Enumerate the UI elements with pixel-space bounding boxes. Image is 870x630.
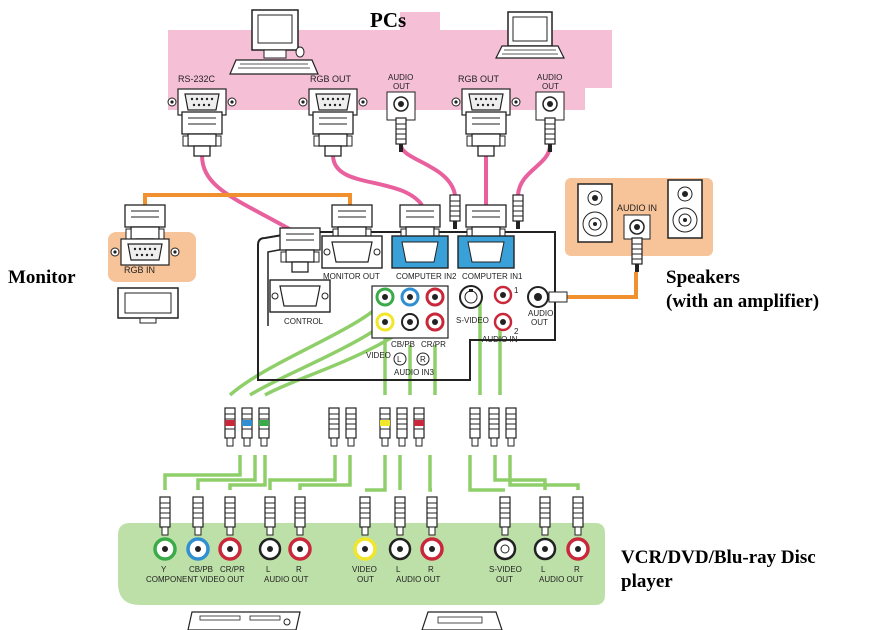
player-l3-label: L [541, 565, 546, 574]
monitor-out-port [321, 235, 383, 269]
monitor-title: Monitor [8, 267, 76, 288]
speaker-left-icon [577, 183, 613, 243]
player-svideo-label-a: S-VIDEO [489, 565, 522, 574]
computer-in2-label: COMPUTER IN2 [396, 272, 457, 281]
laptop-pc-icon [495, 11, 565, 59]
audio-in3-r-jack: R [416, 352, 430, 366]
svg-text:L: L [397, 355, 402, 364]
rgb-out-2-label: RGB OUT [458, 74, 500, 84]
monitor-out-label: MONITOR OUT [323, 272, 380, 281]
video-label: VIDEO [366, 351, 391, 360]
computer-in2-port [391, 235, 449, 269]
audio-in-label: AUDIO IN [482, 335, 518, 344]
player-r1-label: R [296, 565, 302, 574]
player-r3-label: R [574, 565, 580, 574]
audio-in3-label: AUDIO IN3 [394, 368, 435, 377]
cbpb-label: CB/PB [391, 340, 415, 349]
s-video-label: S-VIDEO [456, 316, 489, 325]
audio-in3-l-jack: L [393, 352, 407, 366]
rs232c-port [167, 88, 237, 116]
pcs-title: PCs [370, 8, 406, 32]
monitor-icon [117, 287, 179, 324]
rgb-out-2-port [451, 88, 521, 116]
component-video-out-label: COMPONENT VIDEO OUT [146, 575, 244, 584]
audio-in2-plug [512, 194, 524, 230]
computer-in1-port [457, 235, 515, 269]
middle-rca-plugs [224, 407, 517, 447]
player-svideo-label-b: OUT [496, 575, 513, 584]
player-cbpb-label: CB/PB [189, 565, 213, 574]
speakers-title: Speakers [666, 267, 740, 288]
computer-in1-label: COMPUTER IN1 [462, 272, 523, 281]
projector-audio-out-jack [527, 286, 549, 308]
player-y-label: Y [161, 565, 167, 574]
player-title: VCR/DVD/Blu-ray Disc [621, 547, 816, 568]
rgb-out-1-port [298, 88, 368, 116]
player-l2-label: L [396, 565, 401, 574]
player-audio-out-3-label: AUDIO OUT [539, 575, 584, 584]
player-l1-label: L [266, 565, 271, 574]
control-plug [279, 227, 321, 273]
player-r2-label: R [428, 565, 434, 574]
audio-out-2-label-b: OUT [542, 82, 559, 91]
audio-in-1-num: 1 [514, 286, 519, 295]
audio-out-1-label-b: OUT [393, 82, 410, 91]
dvd-player-icon [187, 611, 301, 630]
player-jacks [153, 537, 590, 561]
audio-out-1-label-a: AUDIO [388, 73, 413, 82]
player-audio-out-1-label: AUDIO OUT [264, 575, 309, 584]
s-video-port [459, 285, 483, 309]
rgb-out-1-label: RGB OUT [310, 74, 352, 84]
rgb-in-label: RGB IN [124, 265, 155, 275]
svg-text:R: R [420, 355, 426, 364]
audio-in-2-num: 2 [514, 327, 519, 336]
player-title-2: player [621, 571, 673, 592]
vcr-icon [421, 611, 503, 630]
audio-out-2-plug [544, 117, 556, 153]
speaker-audio-in-jack [623, 214, 651, 273]
audio-out-2-jack [535, 91, 565, 121]
rgb-out-1-plug [312, 111, 354, 157]
speaker-audio-in-label: AUDIO IN [617, 203, 657, 213]
speakers-subtitle: (with an amplifier) [666, 291, 819, 312]
projector-audio-out-label-a: AUDIO [528, 309, 553, 318]
rs232c-label: RS-232C [178, 74, 216, 84]
control-port [269, 279, 331, 313]
crpr-label: CR/PR [421, 340, 446, 349]
audio-in-1-jack [493, 285, 513, 305]
speaker-right-icon [667, 179, 703, 239]
rs232c-plug [181, 111, 223, 157]
rgb-out-2-plug [465, 111, 507, 157]
player-video-label-a: VIDEO [352, 565, 377, 574]
player-crpr-label: CR/PR [220, 565, 245, 574]
player-audio-out-2-label: AUDIO OUT [396, 575, 441, 584]
projector-audio-out-label-b: OUT [531, 318, 548, 327]
orange-cables [143, 193, 638, 299]
audio-in1-plug [449, 194, 461, 230]
desktop-pc-icon [229, 9, 319, 75]
monitor-rgb-in-port [110, 238, 180, 266]
audio-out-1-plug [395, 117, 407, 153]
audio-out-1-jack [386, 91, 416, 121]
audio-in-2-jack [493, 312, 513, 332]
component-jack-block [371, 285, 449, 339]
player-video-label-b: OUT [357, 575, 374, 584]
audio-out-2-label-a: AUDIO [537, 73, 562, 82]
control-label: CONTROL [284, 317, 324, 326]
